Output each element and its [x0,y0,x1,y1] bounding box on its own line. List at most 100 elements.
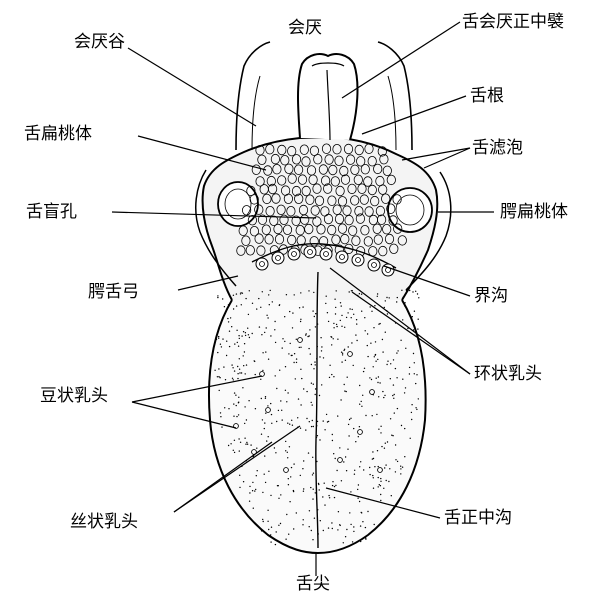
lingual-follicle [376,214,387,225]
label-median-glossoepiglottic-fold: 舌会厌正中襞 [462,12,564,32]
lingual-follicle [287,234,297,246]
lingual-follicle [286,205,296,217]
lingual-follicle [386,174,396,186]
lingual-follicle [323,183,333,194]
fungiform-papilla [357,429,363,435]
vallate-papilla [335,250,349,264]
label-epiglottis: 会厌 [288,18,322,38]
lingual-follicle [368,246,378,257]
lingual-follicle [293,164,304,175]
tongue-body [207,299,427,555]
lingual-follicle [353,174,363,186]
lingual-follicle [299,144,309,155]
lingual-follicle [367,184,377,196]
lingual-follicle [272,163,282,175]
lingual-follicle [382,165,392,177]
lingual-follicle [334,155,344,167]
label-lingual-follicles: 舌滤泡 [472,138,523,158]
lingual-follicle [360,224,370,236]
lingual-follicle [276,204,286,216]
lingual-follicle [282,224,293,236]
lingual-follicle [378,245,388,257]
lingual-follicle [308,174,318,185]
lingual-follicle [392,194,402,205]
lingual-follicle [291,154,302,165]
lingual-follicle [287,145,297,157]
lingual-follicle [359,194,369,205]
lingual-follicle [378,184,388,195]
right-palatine-tonsil [387,187,433,233]
vallate-papilla [351,253,365,267]
lingual-follicle [278,244,289,255]
lingual-follicle [348,225,358,236]
lingual-follicle [296,235,306,246]
lingual-follicle [270,153,280,165]
lingual-follicle [280,154,290,166]
vallate-papilla [381,263,395,277]
fungiform-papilla [259,371,265,377]
lingual-follicle [340,174,351,185]
lingual-follicle [351,235,361,246]
lingual-follicle [381,193,391,204]
lingual-follicle [314,195,325,207]
label-palatine-tonsil: 腭扁桃体 [500,202,568,222]
label-foramen-cecum: 舌盲孔 [26,202,77,222]
lingual-follicle [249,225,259,237]
lingual-follicle [327,224,337,236]
lingual-follicle [246,185,256,197]
vallate-papilla [303,245,317,259]
lingual-follicle [283,193,293,205]
label-fungiform-papillae: 豆状乳头 [40,386,108,406]
lingual-follicle [377,146,387,157]
lingual-follicle [364,143,374,154]
lingual-follicle [330,176,340,187]
lingual-follicle [375,205,385,217]
lingual-follicle [372,223,382,235]
lingual-follicle [340,233,350,245]
lingual-follicle [294,193,304,205]
leader-lines [111,21,494,576]
lingual-follicle [301,156,311,167]
fungiform-papillae-dots [233,337,383,473]
lingual-follicle [271,193,281,204]
lingual-follicle [321,143,332,154]
epiglottis-shape [297,53,359,141]
lingual-follicle [382,223,392,235]
lingual-follicle [301,185,311,197]
lingual-follicle [277,144,287,156]
fungiform-papilla [297,337,303,343]
lingual-follicle [265,205,275,217]
vallate-papilla [319,247,333,261]
vallate-papilla [255,257,269,271]
lingual-follicle [386,203,396,214]
label-epiglottic-vallecula: 会厌谷 [74,32,125,52]
lingual-follicle [343,143,354,155]
lingual-follicle [354,144,364,156]
lingual-follicle [254,233,264,244]
lingual-follicle [309,236,319,247]
label-palatoglossal-arch: 腭舌弓 [88,282,139,302]
lingual-follicle [318,164,328,175]
label-tongue-root: 舌根 [470,86,504,106]
lingual-follicle [245,245,255,256]
lingual-follicle [251,164,261,175]
lingual-follicle [344,243,354,255]
filiform-papillae-texture [214,289,421,546]
lingual-follicle [274,233,285,245]
lingual-follicle [313,153,323,165]
label-vallate-papillae: 环状乳头 [474,364,542,384]
label-filiform-papillae: 丝状乳头 [70,512,138,532]
lingual-follicle [384,233,395,245]
lingual-follicle [254,204,264,215]
lingual-follicle [284,163,294,175]
lingual-follicle [279,214,289,226]
lingual-follicle [364,206,374,217]
lingual-follicle [263,165,273,176]
lingual-follicle [312,216,322,227]
lingual-follicle [267,183,278,195]
lingual-follicle [337,196,348,207]
lingual-follicle [344,214,354,226]
lingual-follicle [324,154,334,165]
lingual-follicle [242,205,252,216]
